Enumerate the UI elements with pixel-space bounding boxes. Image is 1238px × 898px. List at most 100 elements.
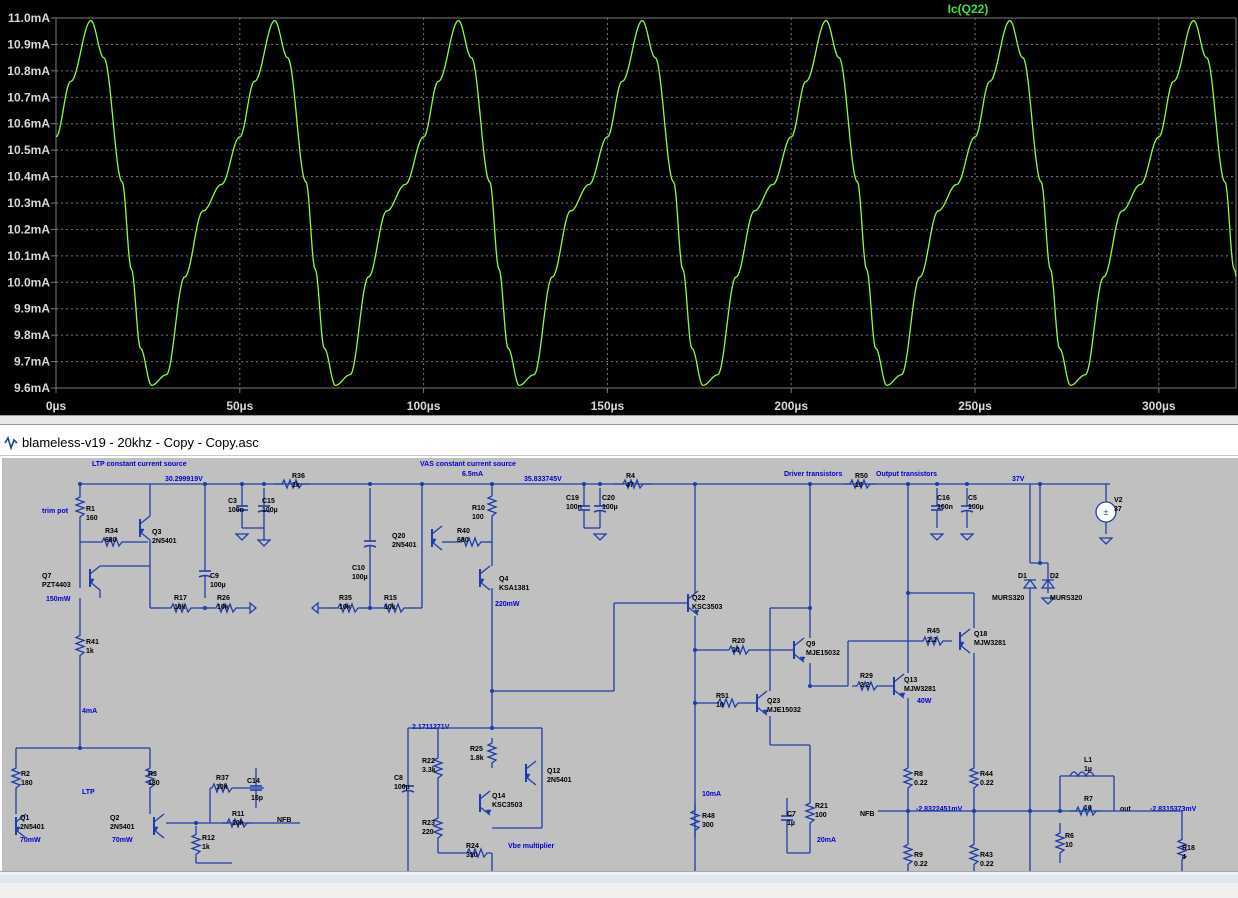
net-label: 150mW	[46, 596, 71, 603]
wire	[479, 565, 491, 575]
component-ref: R36	[292, 473, 305, 480]
resistor-symbol	[432, 813, 444, 843]
waveform-chart[interactable]: 11.0mA10.9mA10.8mA10.7mA10.6mA10.5mA10.4…	[0, 0, 1238, 415]
component-value: 1µ	[787, 820, 795, 827]
resistor-symbol	[968, 758, 980, 798]
component-ref: R18	[1182, 845, 1195, 852]
wire	[893, 673, 905, 683]
transistor-arrow	[430, 538, 437, 544]
transistor-arrow	[14, 826, 21, 832]
component-ref: Q4	[499, 576, 508, 583]
component-value: 2N5401	[152, 538, 177, 545]
component-value: 2N5401	[547, 777, 572, 784]
component-ref: R29	[860, 673, 873, 680]
ground-symbol	[234, 533, 250, 541]
resistor-symbol	[614, 478, 652, 490]
component-ref: L1	[1084, 757, 1092, 764]
net-label: Driver transistors	[784, 471, 842, 478]
component-value: 1µ	[1084, 766, 1092, 773]
component-value: 10	[855, 482, 863, 489]
resistor-symbol	[1176, 828, 1188, 871]
wire	[479, 790, 491, 800]
net-label: Vbe multiplier	[508, 843, 555, 850]
resistor-symbol	[914, 635, 952, 647]
component-value: MJE15032	[806, 650, 840, 657]
component-value: PZT4403	[42, 582, 71, 589]
component-ref: R21	[815, 803, 828, 810]
component-ref: Q14	[492, 793, 505, 800]
net-label: NFB	[860, 811, 874, 818]
pane-splitter[interactable]	[0, 415, 1238, 425]
component-value: 100n	[566, 504, 582, 511]
component-ref: Q3	[152, 529, 161, 536]
scrollbar-track[interactable]	[0, 875, 1238, 883]
resistor-symbol	[190, 826, 202, 863]
transistor-arrow	[138, 528, 145, 534]
component-ref: Q18	[974, 631, 987, 638]
y-tick-label: 10.3mA	[7, 196, 50, 210]
x-tick-label: 200µs	[774, 399, 808, 413]
transistor-arrow	[524, 773, 531, 779]
component-ref: V2	[1114, 497, 1123, 504]
component-value: 180	[21, 780, 33, 787]
wire	[479, 806, 491, 816]
diode-symbol	[1022, 578, 1038, 589]
net-label: 4mA	[82, 708, 97, 715]
resistor-symbol	[274, 478, 310, 490]
wire	[479, 581, 491, 591]
y-tick-label: 11.0mA	[8, 11, 50, 25]
net-label: 70mW	[20, 837, 41, 844]
resistor-symbol	[162, 602, 200, 614]
net-flag-arrow	[242, 601, 258, 615]
wire	[89, 565, 101, 575]
y-tick-label: 10.1mA	[7, 249, 50, 263]
component-ref: R1	[86, 506, 95, 513]
resistor-symbol	[10, 758, 22, 798]
component-ref: D1	[1018, 573, 1027, 580]
schematic-window-titlebar[interactable]: blameless-v19 - 20khz - Copy - Copy.asc	[0, 431, 1238, 456]
component-value: 100µ	[210, 582, 226, 589]
component-value: 100µ	[602, 504, 618, 511]
wire	[793, 637, 805, 647]
ground-symbol	[959, 533, 975, 541]
net-label: 35.833745V	[524, 476, 562, 483]
component-value: 10k	[174, 604, 186, 611]
component-ref: Q23	[767, 698, 780, 705]
resistor-symbol	[334, 602, 362, 614]
component-ref: C5	[968, 495, 977, 502]
component-ref: R17	[174, 595, 187, 602]
wire	[959, 644, 971, 654]
x-tick-label: 50µs	[226, 399, 253, 413]
component-value: MJW3281	[974, 640, 1006, 647]
component-ref: R9	[914, 852, 923, 859]
horizontal-scrollbar[interactable]	[0, 871, 1238, 898]
ground-symbol	[592, 533, 608, 541]
resistor-symbol	[210, 782, 234, 794]
resistor-symbol	[902, 838, 914, 871]
component-value: 10k	[339, 604, 351, 611]
component-ref: C10	[352, 565, 365, 572]
net-label: LTP	[82, 789, 95, 796]
resistor-symbol	[144, 758, 156, 798]
wire	[793, 653, 805, 663]
net-label: NFB	[277, 817, 291, 824]
transistor-arrow	[485, 809, 492, 815]
component-value: 0.22	[980, 861, 994, 868]
component-ref: Q2	[110, 815, 119, 822]
component-value: 2N5401	[392, 542, 417, 549]
component-ref: R26	[217, 595, 230, 602]
resistor-symbol	[852, 680, 882, 692]
component-value: 100	[472, 514, 484, 521]
component-value: 1k	[86, 648, 94, 655]
component-value: 3.3k	[422, 767, 436, 774]
net-label: 37V	[1012, 476, 1025, 483]
component-value: 10	[716, 702, 724, 709]
wire	[525, 776, 537, 786]
y-tick-label: 10.2mA	[7, 222, 50, 236]
component-value: 2.2	[927, 637, 937, 644]
capacitor-plate	[363, 544, 377, 548]
transistor-arrow	[88, 578, 95, 584]
